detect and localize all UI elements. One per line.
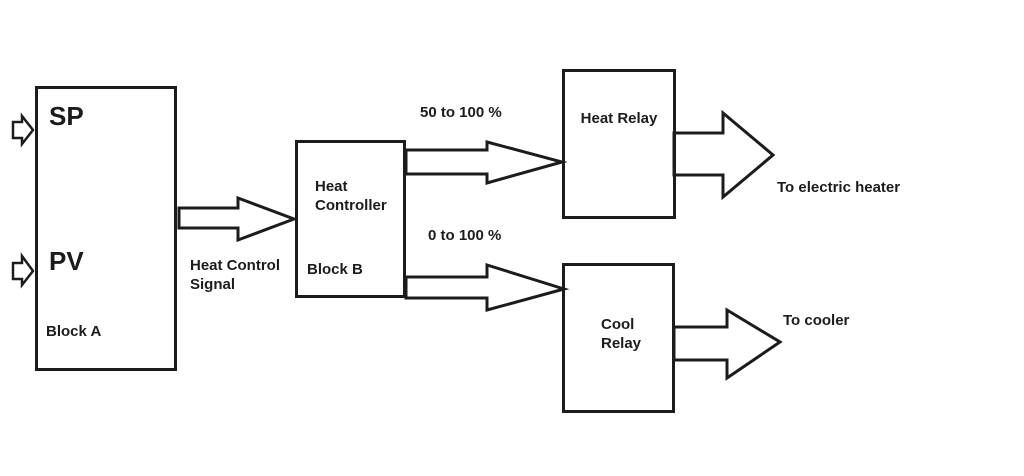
to-electric-heater-label: To electric heater [777, 179, 901, 196]
heat-relay-title: Heat Relay [580, 110, 658, 127]
controller-to-cool-relay-arrow-icon [404, 262, 570, 312]
cool-relay-block: Cool Relay [562, 263, 675, 413]
to-cooler-label: To cooler [783, 312, 850, 329]
cool-output-range-label: 0 to 100 % [428, 227, 502, 244]
cool-relay-title: Cool Relay [601, 316, 642, 352]
sp-input-arrow-icon [11, 112, 35, 148]
pv-input-label: PV [49, 246, 84, 276]
heat-controller-title: Heat Controller [315, 178, 387, 214]
to-cooler-arrow-icon [672, 307, 783, 381]
heat-relay-block: Heat Relay [562, 69, 676, 219]
sp-input-label: SP [49, 101, 84, 131]
block-a: SP PV Block A [35, 86, 177, 371]
heat-output-range-label: 50 to 100 % [420, 104, 502, 121]
pv-input-arrow-icon [11, 252, 35, 289]
controller-to-heat-relay-arrow-icon [404, 140, 568, 185]
heat-control-signal-arrow-icon [177, 195, 299, 243]
heat-controller-block: Heat Controller Block B [295, 140, 406, 298]
heat-control-signal-label: Heat Control Signal [190, 257, 280, 293]
block-b-label: Block B [307, 261, 363, 278]
block-a-label: Block A [46, 323, 102, 340]
to-electric-heater-arrow-icon [672, 109, 776, 201]
